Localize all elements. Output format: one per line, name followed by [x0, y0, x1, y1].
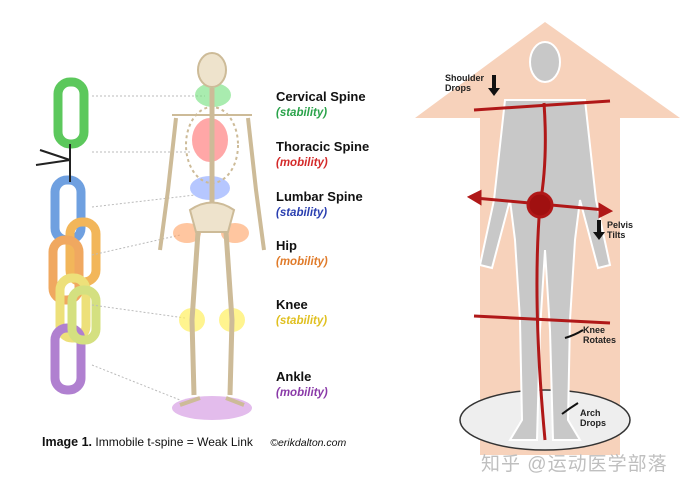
role-knee: (stability): [276, 315, 328, 327]
annotation-pelvis-tilts: Pelvis Tilts: [607, 220, 634, 240]
role-thoracic-spine: (mobility): [276, 157, 328, 169]
label-hip: Hip: [276, 238, 297, 253]
floor-disc: [459, 389, 631, 451]
role-cervical-spine: (stability): [276, 107, 328, 119]
arrow-icons: [488, 75, 605, 415]
leader-lines: [91, 95, 205, 401]
annotation-shoulder-drops: Shoulder Drops: [445, 73, 485, 93]
human-figure: [478, 41, 612, 441]
role-lumbar-spine: (stability): [276, 207, 328, 219]
label-knee: Knee: [276, 297, 308, 312]
chain-links: [35, 77, 101, 395]
posture-lines: [466, 99, 614, 441]
label-cervical-spine: Cervical Spine: [276, 89, 366, 104]
label-lumbar-spine: Lumbar Spine: [276, 189, 363, 204]
role-ankle: (mobility): [276, 387, 328, 399]
annotation-knee-rotates: Knee Rotates: [583, 325, 617, 345]
caption-title: Image 1.: [42, 435, 93, 449]
watermark: 知乎 @运动医学部落: [481, 454, 668, 475]
caption-credit: ©erikdalton.com: [270, 437, 347, 449]
label-ankle: Ankle: [276, 369, 312, 384]
caption: Image 1. Immobile t-spine = Weak Link ©e…: [42, 435, 346, 449]
caption-text: Immobile t-spine = Weak Link: [95, 435, 253, 449]
skeleton: [158, 52, 266, 407]
label-thoracic-spine: Thoracic Spine: [276, 139, 370, 154]
role-hip: (mobility): [276, 256, 328, 268]
annotation-arch-drops: Arch Drops: [580, 408, 607, 428]
